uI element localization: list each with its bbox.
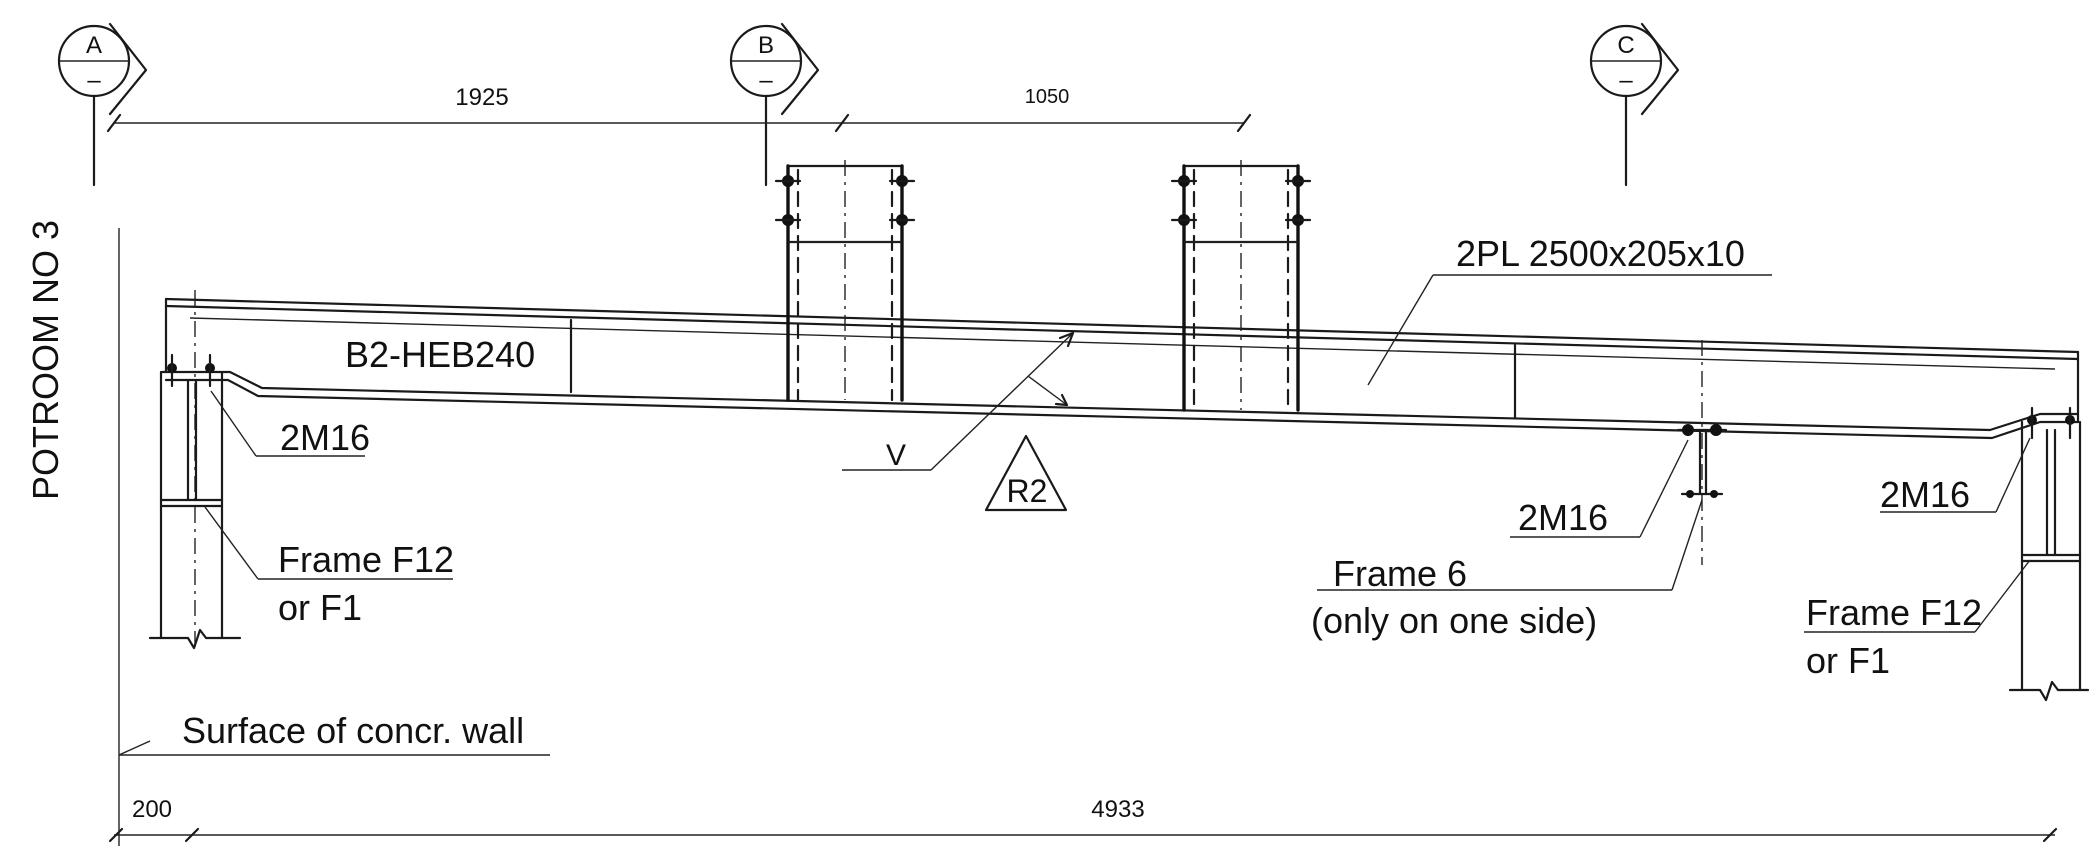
column-right: [2008, 406, 2090, 702]
top-dimension-chain: 1925 1050: [106, 84, 1252, 133]
grid-sub-c: –: [1619, 67, 1633, 94]
dimension-4933: 4933: [1091, 796, 1144, 823]
grid-bubble-b: B –: [729, 22, 820, 187]
frame-left-callout: Frame F12 or F1: [204, 506, 454, 628]
bolts-right-label: 2M16: [1880, 474, 1970, 515]
bottom-dimension-chain: 200 4933: [108, 796, 2058, 846]
frame-left-label-1: Frame F12: [278, 539, 454, 580]
weld-v-label: V: [886, 439, 906, 472]
grid-bubble-c: C –: [1589, 22, 1680, 187]
post-left: [774, 160, 916, 402]
frame-mid-label-2: (only on one side): [1311, 600, 1597, 641]
dimension-200: 200: [132, 796, 172, 823]
grid-bubble-a: A –: [57, 22, 148, 187]
wall-label: Surface of concr. wall: [182, 710, 524, 751]
revision-triangle: R2: [984, 434, 1068, 512]
bolts-left-label: 2M16: [280, 417, 370, 458]
frame-right-callout: Frame F12 or F1: [1804, 559, 2031, 681]
frame-6-section: [1676, 424, 1728, 498]
bolts-right-callout: 2M16: [1880, 437, 2031, 515]
main-beam: [160, 290, 2080, 650]
dimension-1925: 1925: [455, 84, 508, 111]
wall-callout: Surface of concr. wall: [118, 710, 550, 756]
dimension-1050: 1050: [1025, 86, 1070, 108]
post-right: [1170, 160, 1312, 412]
frame-left-label-2: or F1: [278, 587, 362, 628]
column-left: [148, 353, 242, 650]
grid-sub-a: –: [87, 67, 101, 94]
grid-sub-b: –: [759, 67, 773, 94]
frame-right-label-1: Frame F12: [1806, 592, 1982, 633]
frame-mid-label-1: Frame 6: [1333, 553, 1467, 594]
revision-label: R2: [1007, 473, 1048, 509]
frame-mid-callout: Frame 6 (only on one side): [1311, 499, 1703, 641]
plate-callout: 2PL 2500x205x10: [1367, 233, 1772, 386]
grid-letter-a: A: [86, 32, 102, 59]
bolts-mid-label: 2M16: [1518, 497, 1608, 538]
plate-label: 2PL 2500x205x10: [1456, 233, 1745, 274]
frame-right-label-2: or F1: [1806, 640, 1890, 681]
potroom-label: POTROOM NO 3: [25, 220, 66, 500]
bolts-left-callout: 2M16: [210, 390, 370, 458]
weld-symbol: V: [842, 331, 1075, 472]
beam-label: B2-HEB240: [345, 334, 535, 375]
grid-letter-c: C: [1617, 32, 1634, 59]
bolts-mid-callout: 2M16: [1510, 439, 1689, 538]
grid-letter-b: B: [758, 32, 774, 59]
